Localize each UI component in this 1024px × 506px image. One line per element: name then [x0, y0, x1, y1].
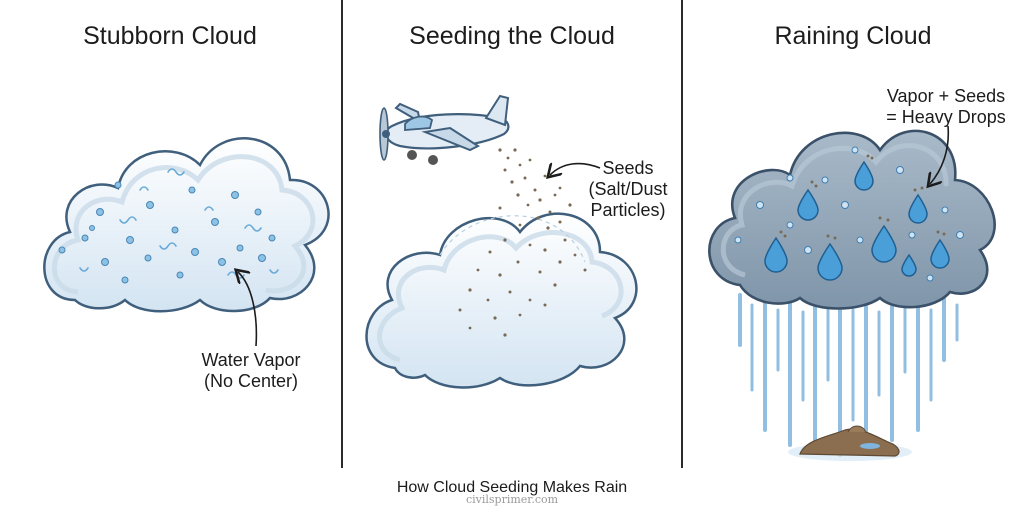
label-heavy-drops: Vapor + Seeds = Heavy Drops [876, 86, 1016, 128]
airplane-icon [379, 94, 510, 165]
puddle [788, 425, 912, 461]
divider-left [341, 0, 343, 468]
seeded-cloud [365, 212, 638, 389]
arrow-icon [930, 125, 950, 184]
label-line: (No Center) [203, 371, 299, 391]
panel-title-seeding: Seeding the Cloud [409, 22, 615, 50]
label-line: Particles) [590, 200, 666, 220]
divider-right [681, 0, 683, 468]
label-line: Vapor + Seeds [886, 86, 1006, 106]
arrow-icon [550, 164, 601, 175]
rain-streaks [738, 293, 959, 457]
label-water-vapor: Water Vapor (No Center) [186, 350, 316, 392]
label-line: = Heavy Drops [886, 107, 1006, 127]
label-seeds: Seeds (Salt/Dust Particles) [578, 158, 678, 221]
seed-particles [458, 148, 587, 337]
diagram-art [43, 94, 996, 461]
diagram-caption: How Cloud Seeding Makes Rain [396, 479, 628, 496]
water-drop-icon [764, 160, 950, 281]
panel-title-stubborn: Stubborn Cloud [83, 22, 257, 50]
label-line: Seeds [602, 158, 654, 178]
label-line: (Salt/Dust [588, 179, 668, 199]
label-line: Water Vapor [201, 350, 301, 370]
panel-title-raining: Raining Cloud [774, 22, 932, 50]
rain-cloud [708, 129, 996, 310]
stubborn-cloud [43, 137, 330, 347]
watermark: civilsprimer.com [465, 493, 559, 506]
